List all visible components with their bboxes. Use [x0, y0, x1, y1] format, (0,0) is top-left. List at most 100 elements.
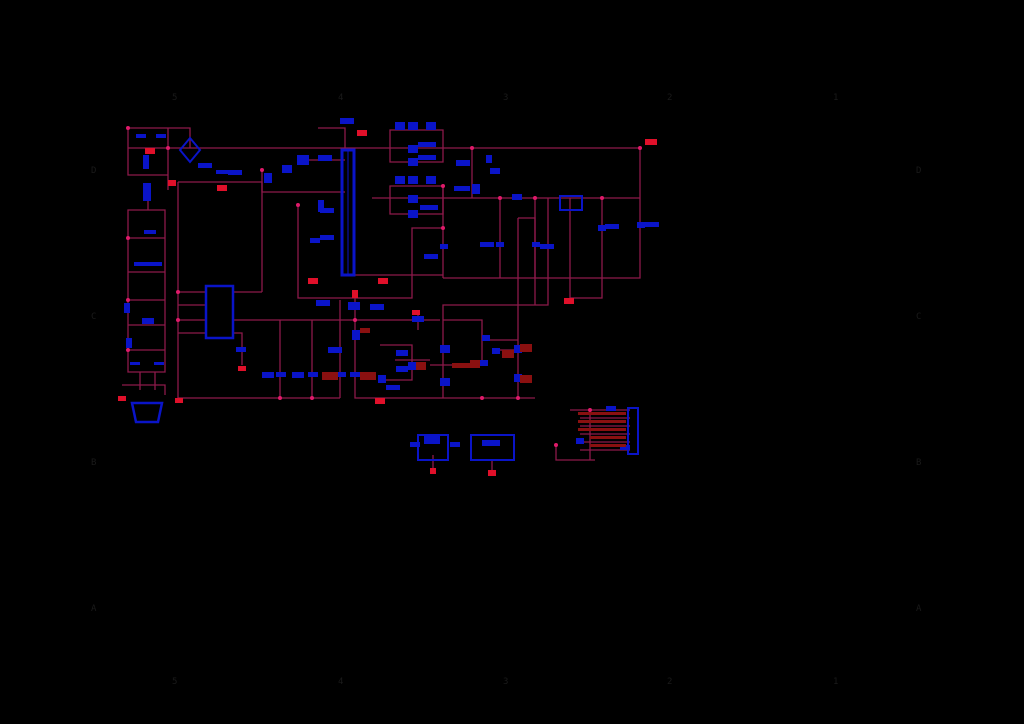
wire: [430, 319, 483, 366]
resistor-icon: [292, 372, 304, 378]
resistor-icon: [360, 328, 370, 333]
resistor-icon: [228, 170, 242, 175]
resistor-icon: [198, 163, 212, 168]
junctions: [126, 126, 642, 447]
wire: [518, 217, 536, 305]
resistor-icon: [318, 155, 332, 161]
junction-dot: [480, 396, 484, 400]
diode-icon: [426, 176, 436, 184]
resistor-icon: [502, 350, 514, 358]
ground-icon: [564, 298, 574, 304]
resistor-icon: [408, 362, 416, 370]
capacitor-icon: [440, 244, 448, 249]
resistor-icon: [490, 168, 500, 174]
resistor-icon: [378, 375, 386, 383]
resistor-icon: [424, 436, 440, 444]
module-box: [470, 434, 515, 461]
regulator-box: [559, 195, 583, 211]
wire: [354, 290, 535, 399]
row-label-right: A: [916, 604, 922, 614]
resistor-icon: [124, 303, 130, 313]
resistor-icon: [328, 347, 342, 353]
resistor-icon: [316, 300, 330, 306]
capacitor-icon: [486, 155, 492, 163]
column-label-top: 4: [338, 93, 344, 103]
resistor-icon: [482, 440, 500, 446]
row-label-right: B: [916, 458, 922, 468]
ic-chip: [204, 284, 235, 340]
resistor-icon: [590, 444, 626, 447]
resistor-icon: [578, 420, 626, 423]
column-label-top: 1: [833, 93, 839, 103]
wire: [443, 148, 641, 279]
junction-dot: [310, 396, 314, 400]
resistor-icon: [142, 318, 154, 324]
wire: [122, 384, 166, 395]
resistor-icon: [360, 372, 376, 380]
ground-icon: [430, 468, 436, 474]
diode-icon: [395, 176, 405, 184]
wire: [297, 205, 443, 299]
resistor-icon: [126, 338, 132, 348]
wires: [122, 127, 641, 472]
resistor-icon: [420, 205, 438, 210]
resistor-icon: [370, 304, 384, 310]
capacitor-icon: [532, 242, 540, 247]
diode-icon: [408, 195, 418, 203]
components: [130, 136, 639, 461]
capacitor-icon: [308, 372, 318, 377]
resistor-icon: [418, 155, 436, 160]
column-label-top: 3: [503, 93, 509, 103]
row-label-left: A: [91, 604, 97, 614]
column-label-bottom: 4: [338, 677, 344, 687]
capacitor-icon: [216, 170, 228, 174]
highlighted-parts: [322, 328, 626, 447]
column-label-top: 2: [667, 93, 673, 103]
resistor-icon: [340, 118, 354, 124]
resistor-icon: [456, 160, 470, 166]
diode-icon: [395, 122, 405, 130]
column-label-bottom: 3: [503, 677, 509, 687]
ground-icon: [412, 310, 420, 315]
wire: [555, 445, 595, 461]
junction-dot: [533, 196, 537, 200]
resistor-icon: [386, 385, 400, 390]
capacitor-icon: [144, 230, 156, 234]
resistor-icon: [418, 142, 436, 147]
wire: [261, 170, 345, 193]
junction-dot: [260, 168, 264, 172]
fuse-icon: [130, 401, 164, 424]
resistor-icon: [424, 254, 438, 259]
diode-icon: [282, 165, 292, 173]
diode-icon: [408, 176, 418, 184]
resistor-icon: [396, 366, 408, 372]
capacitor-icon: [496, 242, 504, 247]
resistor-icon: [262, 372, 274, 378]
junction-dot: [353, 318, 357, 322]
resistor-icon: [578, 412, 626, 415]
junction-dot: [126, 348, 130, 352]
wire: [178, 181, 263, 292]
resistor-icon: [412, 316, 424, 322]
resistor-icon: [450, 442, 460, 447]
capacitor-icon: [154, 362, 164, 365]
ground-icon: [375, 398, 385, 404]
resistor-icon: [440, 345, 450, 353]
ground-icon: [168, 180, 176, 186]
ground-icon: [488, 470, 496, 476]
row-label-left: D: [91, 166, 97, 176]
junction-dot: [498, 196, 502, 200]
resistor-icon: [645, 222, 659, 227]
ground-icon: [378, 278, 388, 284]
wire: [127, 128, 168, 176]
junction-dot: [638, 146, 642, 150]
junction-dot: [600, 196, 604, 200]
diode-icon: [408, 210, 418, 218]
column-label-bottom: 1: [833, 677, 839, 687]
resistor-icon: [576, 438, 584, 444]
capacitor-icon: [350, 372, 360, 377]
column-label-bottom: 5: [172, 677, 178, 687]
resistor-icon: [143, 155, 149, 169]
resistor-icon: [578, 428, 626, 431]
bridge-rectifier-icon: [178, 136, 202, 164]
